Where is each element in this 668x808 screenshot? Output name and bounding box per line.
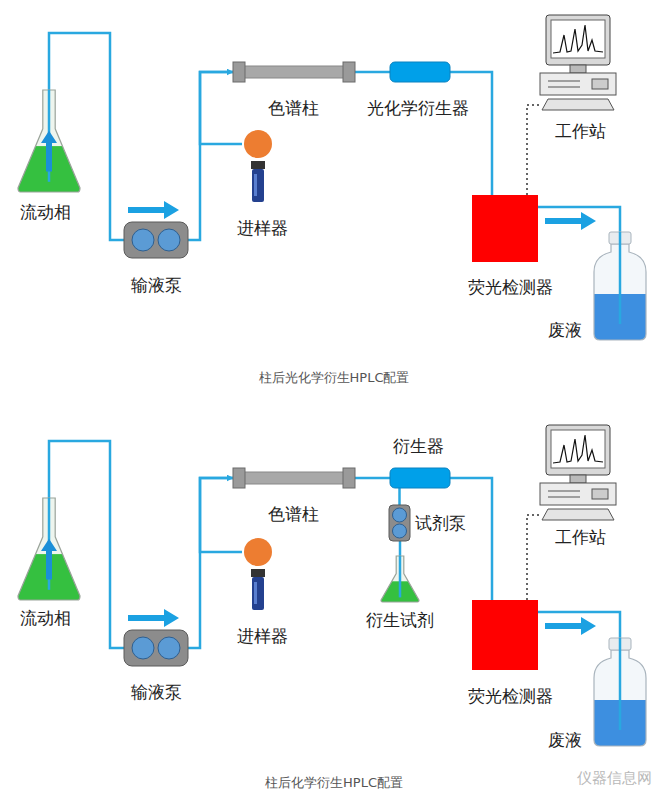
pump-unit-icon xyxy=(124,630,188,666)
component-label: 光化学衍生器 xyxy=(367,98,469,118)
waste-bottle-icon xyxy=(592,638,648,748)
liquid-tubing xyxy=(188,478,233,648)
component-label: 进样器 xyxy=(237,218,288,238)
liquid-tubing xyxy=(398,488,401,505)
liquid-tubing xyxy=(200,478,242,552)
reagent-flask: 衍生试剂 xyxy=(381,556,419,602)
injector-icon xyxy=(242,130,274,202)
component-label: 色谱柱 xyxy=(268,98,319,118)
derivatizer: 光化学衍生器 xyxy=(390,62,450,82)
component-label: 进样器 xyxy=(237,626,288,646)
reagent-pump: 试剂泵 xyxy=(389,505,410,541)
injector-icon xyxy=(242,538,274,610)
component-label: 衍生试剂 xyxy=(366,610,434,630)
component-label: 输液泵 xyxy=(131,682,182,702)
mobile-phase-flask: 流动相 xyxy=(18,498,80,600)
component-label: 荧光检测器 xyxy=(468,277,553,297)
fluorescence-detector-icon xyxy=(472,195,538,262)
column: 色谱柱 xyxy=(233,468,355,488)
waste-bottle-icon xyxy=(592,232,648,342)
liquid-tubing xyxy=(188,72,233,240)
workstation-icon xyxy=(540,15,616,112)
liquid-tubing xyxy=(538,207,620,232)
workstation: 工作站 xyxy=(540,15,616,112)
component-label: 试剂泵 xyxy=(415,513,466,533)
derivatizer: 衍生器 xyxy=(390,468,450,488)
component-label: 色谱柱 xyxy=(268,504,319,524)
liquid-tubing xyxy=(355,71,390,74)
flow-arrow xyxy=(128,201,596,635)
column: 色谱柱 xyxy=(233,62,355,82)
workstation: 工作站 xyxy=(540,425,616,522)
signal-cable xyxy=(527,105,540,195)
mobile-phase-flask-icon xyxy=(18,498,80,600)
derivatizer-icon xyxy=(390,468,450,488)
injector: 进样器 xyxy=(242,538,274,610)
column-icon xyxy=(233,62,355,82)
component-label: 工作站 xyxy=(555,121,606,141)
caption: 柱后化学衍生HPLC配置 xyxy=(265,775,403,791)
fluorescence-detector-icon xyxy=(472,600,538,670)
workstation-icon xyxy=(540,425,616,522)
reagent-pump-icon xyxy=(389,505,410,541)
mobile-phase-flask: 流动相 xyxy=(18,90,80,192)
component-label: 流动相 xyxy=(20,608,71,628)
waste-bottle: 废液 xyxy=(592,638,648,748)
component-label: 流动相 xyxy=(20,202,71,222)
mobile-phase-flask-icon xyxy=(18,90,80,192)
waste-bottle: 废液 xyxy=(592,232,648,342)
liquid-tubing xyxy=(450,478,492,600)
derivatizer-icon xyxy=(390,62,450,82)
fluorescence-detector: 荧光检测器 xyxy=(472,600,538,670)
component-label: 工作站 xyxy=(555,527,606,547)
pump-unit: 输液泵 xyxy=(124,630,188,666)
caption: 柱后光化学衍生HPLC配置 xyxy=(259,370,410,386)
component-label: 衍生器 xyxy=(393,436,444,456)
watermark: 仪器信息网 xyxy=(577,769,652,787)
pump-unit: 输液泵 xyxy=(124,222,188,258)
injector: 进样器 xyxy=(242,130,274,202)
liquid-tubing xyxy=(200,72,242,144)
liquid-tubing xyxy=(450,72,492,195)
component-label: 废液 xyxy=(548,320,582,340)
column-icon xyxy=(233,468,355,488)
liquid-tubing xyxy=(538,612,620,638)
signal-cable xyxy=(527,515,540,600)
liquid-tubing xyxy=(399,541,402,556)
component-label: 输液泵 xyxy=(131,275,182,295)
reagent-flask-icon xyxy=(381,556,419,602)
pump-unit-icon xyxy=(124,222,188,258)
liquid-tubing xyxy=(355,477,390,480)
fluorescence-detector: 荧光检测器 xyxy=(472,195,538,262)
component-label: 废液 xyxy=(548,730,582,750)
component-label: 荧光检测器 xyxy=(468,686,553,706)
